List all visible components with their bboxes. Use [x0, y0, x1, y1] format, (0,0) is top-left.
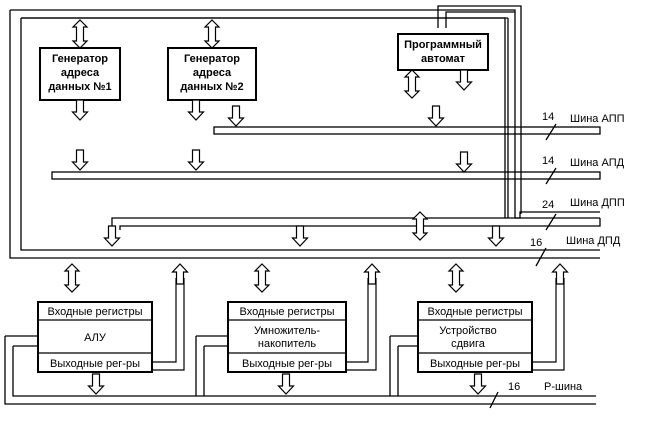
- gen2-line1: Генератор: [184, 53, 240, 65]
- prog-line1: Программный: [404, 39, 482, 51]
- gen1-line3: данных №1: [48, 81, 111, 93]
- bus-r-width: 16: [508, 381, 520, 393]
- bus-dpd-width: 16: [530, 237, 542, 249]
- mul-block: [227, 301, 347, 373]
- top-bus-outer: [10, 9, 600, 219]
- bus-dpp-width: 24: [542, 199, 554, 211]
- prog-block: [397, 33, 489, 71]
- dpd-bus-outer: [9, 10, 600, 259]
- bus-r-name: Р-шина: [544, 381, 583, 393]
- mul-out-label: Выходные рег-ры: [242, 358, 332, 370]
- bus-app-name: Шина АПП: [570, 113, 625, 125]
- bus-app-line: [213, 126, 601, 135]
- alu-in-label: Входные регистры: [48, 306, 143, 318]
- bus-dpd-name: Шина ДПД: [566, 235, 621, 247]
- prog-line2: автомат: [421, 53, 466, 65]
- shift-block: [417, 301, 533, 373]
- bus-apd-name: Шина АПД: [570, 157, 625, 169]
- bus-dpp-name: Шина ДПП: [570, 197, 625, 209]
- alu-name: АЛУ: [84, 332, 107, 344]
- gen2-block: [167, 47, 257, 101]
- top-bus-inner: [21, 17, 506, 218]
- alu-block: [37, 301, 153, 373]
- shift-in-label: Входные регистры: [428, 306, 523, 318]
- alu-out-label: Выходные рег-ры: [50, 358, 140, 370]
- gen1-line2: адреса: [61, 67, 100, 79]
- dpd-bus-top: [20, 18, 600, 251]
- r-bus-line: [4, 335, 596, 405]
- bus-apd-width: 14: [542, 155, 554, 167]
- mul-name-2: накопитель: [258, 338, 316, 350]
- shift-name-2: сдвига: [451, 338, 486, 350]
- shift-out-label: Выходные рег-ры: [430, 358, 520, 370]
- mul-in-label: Входные регистры: [240, 306, 335, 318]
- shift-name-1: Устройство: [439, 325, 497, 337]
- gen2-line2: адреса: [193, 67, 232, 79]
- gen1-block: [39, 47, 121, 101]
- gen2-line3: данных №2: [180, 81, 243, 93]
- bus-dpp-line: [119, 218, 601, 230]
- bus-app-width: 14: [542, 111, 554, 123]
- bus-apd-line: [51, 171, 601, 180]
- mul-name-1: Умножитель-: [254, 325, 320, 337]
- gen1-line1: Генератор: [52, 53, 108, 65]
